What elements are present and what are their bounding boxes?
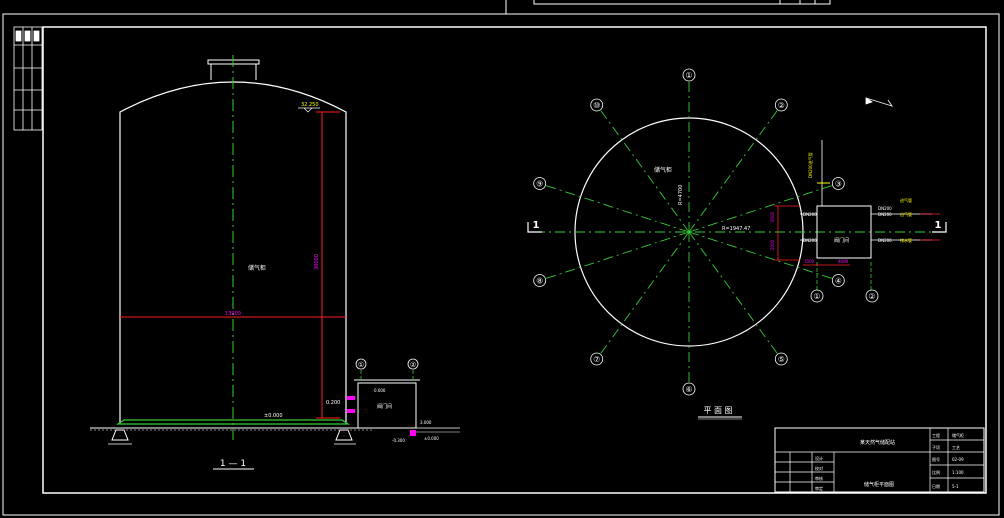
- vertical-dimension: [316, 111, 340, 419]
- plan-dim-0: 2000: [770, 211, 775, 222]
- elevation-view: 30000 13000 32.250 储气柜 ±0.000 0.200 1 — …: [90, 55, 372, 470]
- axis-bubble: [831, 177, 845, 190]
- title-block-key: 日期: [932, 483, 940, 489]
- level-tag: [347, 409, 355, 413]
- valve-axis-2: ②: [410, 361, 416, 369]
- sign-label-3: 审定: [815, 485, 823, 491]
- pipe-tag-4: DN200: [803, 238, 817, 243]
- plan-valve-axis-2: ②: [868, 292, 875, 301]
- axis-bubble: [774, 352, 788, 366]
- radial-axis-line: [688, 231, 778, 354]
- plan-valve-axis-1: ①: [813, 292, 820, 301]
- pipe-note-1: 出气管: [900, 211, 912, 217]
- axis-bubble-label: ⑦: [593, 355, 600, 364]
- axis-bubble-label: ②: [778, 101, 785, 110]
- plan-dim-3: 4000: [838, 259, 849, 264]
- sign-label-2: 审核: [815, 475, 823, 481]
- title-block-key: 比例: [932, 469, 940, 475]
- pipe-tag-3: DN200: [803, 212, 817, 217]
- tank-inner-label: 储气柜: [248, 264, 266, 272]
- axis-bubble: [533, 177, 547, 190]
- plan-radius-label: R=4700: [678, 185, 684, 205]
- pipe-tag-2: DN200: [878, 238, 892, 243]
- pipe-note-2: 排水管: [900, 237, 912, 243]
- title-block-value: 储气柜: [952, 432, 964, 438]
- right-level-text: 0.200: [326, 400, 340, 406]
- valve-axis-1: ①: [358, 361, 364, 369]
- pipe-note-0: 进气管: [900, 197, 912, 203]
- title-block-value: 02-09: [952, 457, 964, 462]
- title-block-value: 5-1: [952, 484, 959, 489]
- small-level-2: -0.300: [392, 438, 405, 443]
- axis-bubble: [682, 382, 696, 396]
- title-block-key: 子项: [932, 444, 940, 450]
- vertical-pipe-note: DN200进气管: [807, 152, 813, 178]
- level-tag: [347, 396, 355, 400]
- axis-bubble: [590, 98, 604, 112]
- axis-bubble-label: ⑤: [778, 355, 785, 364]
- plan-title: 平 面 图: [703, 406, 732, 415]
- radial-axis-line: [600, 231, 690, 354]
- axis-bubble: [682, 68, 696, 82]
- radial-axis-line: [600, 110, 690, 233]
- section-label: 1 — 1: [220, 459, 246, 469]
- section-marker-left-text: 1: [533, 220, 540, 231]
- axis-bubble-label: ①: [685, 71, 692, 80]
- plan-view: ① ② ③ ④ ⑤ ⑥ ⑦ ⑧ ⑨ ⑩ 1 1 储气柜 R=4700 R=1947.47 平 面 …: [527, 68, 947, 420]
- radial-axis-line: [546, 185, 690, 233]
- axis-bubbles: ① ② ③ ④ ⑤ ⑥ ⑦ ⑧ ⑨ ⑩: [533, 68, 845, 396]
- section-marker-left: [527, 222, 542, 233]
- title-block-project: 某天然气储配站: [860, 439, 895, 446]
- horizontal-dim-text: 13000: [225, 311, 241, 317]
- sign-label-1: 校对: [815, 465, 823, 471]
- sign-label-0: 设计: [815, 455, 823, 461]
- axis-bubble-label: ③: [835, 179, 842, 188]
- axis-bubble: [774, 98, 788, 112]
- axis-bubble: [831, 274, 845, 287]
- small-level-3: ±0.000: [424, 436, 439, 441]
- title-block-value: 1:100: [952, 470, 964, 475]
- margin-strip: [13, 26, 43, 131]
- plan-inner-label: 储气柜: [654, 166, 672, 174]
- pipe-tag-1: DN200: [878, 212, 892, 217]
- pipe-tag-0: DN200: [878, 206, 892, 211]
- title-block-value: 工艺: [952, 445, 960, 450]
- plan-room-label: 阀门间: [834, 237, 849, 244]
- radial-axes: [546, 82, 832, 382]
- section-marker-right: [932, 222, 947, 233]
- axis-bubble-label: ⑥: [685, 385, 692, 394]
- axis-bubble-label: ⑨: [536, 179, 543, 188]
- section-marker-right-text: 1: [935, 220, 942, 231]
- vertical-dim-text: 30000: [314, 254, 320, 270]
- small-level-1: 3.000: [420, 420, 432, 425]
- plan-dim-2: 1500: [804, 259, 815, 264]
- plan-dim-1: 2000: [770, 239, 775, 250]
- radial-axis-line: [688, 185, 832, 233]
- radial-axis-line: [546, 231, 690, 279]
- top-level-text: 32.250: [301, 102, 319, 108]
- title-block-sheet-title: 储气柜平面图: [864, 481, 894, 488]
- small-level-0: 0.600: [374, 388, 386, 393]
- axis-bubble: [533, 274, 547, 287]
- valve-room-plan: ① ② 阀门间 DN200 DN200 DN200 DN200 DN200 进气…: [770, 140, 940, 303]
- radial-axis-line: [688, 110, 778, 233]
- tank-base: [90, 419, 372, 445]
- axis-bubble-label: ⑩: [593, 101, 600, 110]
- title-block-key: 工程: [932, 432, 940, 438]
- valve-room-elevation: ① ② 阀门间 0.600 3.000 -0.300 ±0.000: [354, 358, 460, 443]
- axis-bubble-label: ④: [835, 277, 842, 286]
- axis-bubble: [590, 352, 604, 366]
- north-arrow-icon: [865, 97, 893, 107]
- top-level-mark: 32.250: [298, 102, 320, 113]
- title-block-key: 图号: [932, 456, 940, 462]
- plan-offset-label: R=1947.47: [722, 226, 750, 232]
- axis-bubble-label: ⑧: [536, 277, 543, 286]
- base-level-text: ±0.000: [264, 413, 283, 419]
- radial-axis-line: [688, 231, 832, 279]
- valve-room-label: 阀门间: [377, 403, 392, 410]
